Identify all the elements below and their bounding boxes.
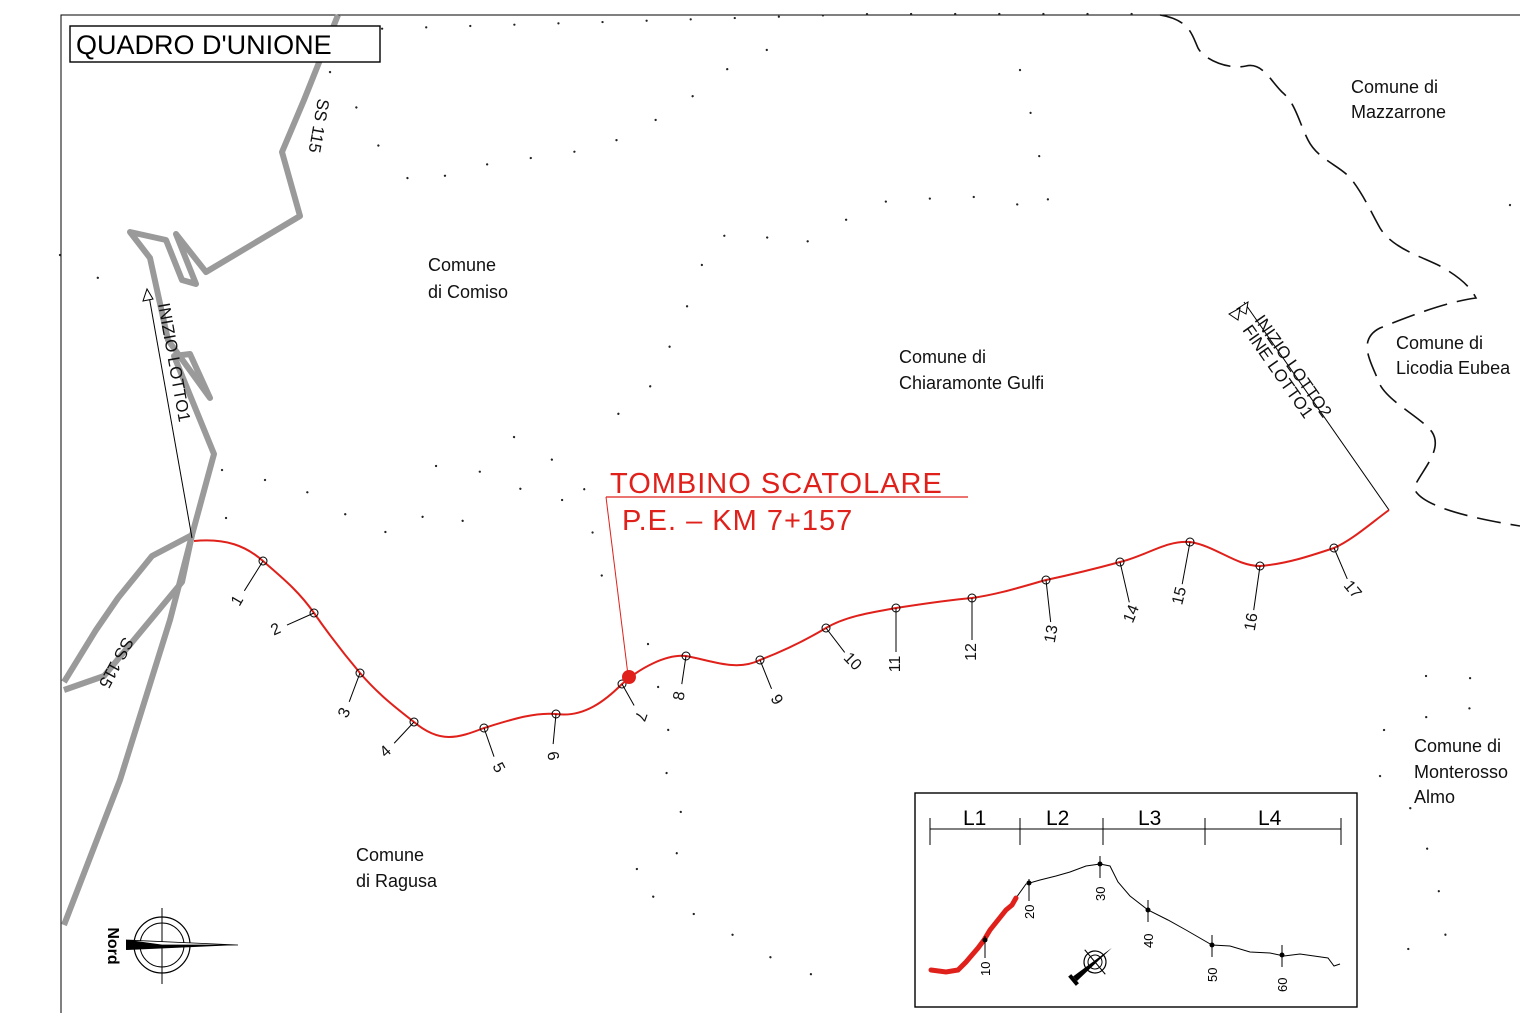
svg-text:Licodia Eubea: Licodia Eubea [1396, 358, 1511, 378]
station-label: 9 [767, 692, 786, 708]
svg-text:Chiaramonte Gulfi: Chiaramonte Gulfi [899, 373, 1044, 393]
municipality-mazzarrone: Comune di Mazzarrone [1351, 77, 1446, 122]
profile-tick: 40 [1141, 934, 1156, 948]
section-label: L4 [1258, 807, 1282, 830]
svg-text:Comune di: Comune di [1414, 736, 1501, 756]
station-tick [1181, 541, 1191, 585]
station-marker [617, 679, 627, 689]
profile-tick: 20 [1022, 905, 1037, 919]
station-tick [483, 727, 495, 757]
profile-tick: 60 [1275, 978, 1290, 992]
tombino-callout: TOMBINO SCATOLARE P.E. – KM 7+157 [605, 468, 968, 684]
profile-line-lotto1 [928, 895, 1019, 975]
station-label: 14 [1121, 602, 1143, 625]
station-label: 12 [963, 643, 980, 661]
station-tick [825, 627, 846, 653]
station-tick [1253, 565, 1261, 611]
municipality-licodia-eubea: Comune di Licodia Eubea [1396, 333, 1511, 378]
section-label: L1 [963, 807, 986, 830]
station-label: 13 [1042, 624, 1062, 645]
station-label: 10 [840, 649, 865, 674]
svg-text:di Comiso: di Comiso [428, 282, 508, 302]
municipality-monterosso-almo: Comune di Monterosso Almo [1414, 736, 1508, 807]
lotto-marker-inizio-lotto2: INIZIO LOTTO2 FINE LOTTO1 [1228, 300, 1390, 511]
station-marker [479, 723, 489, 733]
tombino-location-dot [622, 670, 636, 684]
station-marker [355, 668, 365, 678]
station-tick [759, 659, 773, 690]
road-ss115 [61, 13, 341, 927]
station-label: 5 [489, 760, 508, 776]
section-label: L2 [1046, 807, 1069, 830]
sheet-frame [60, 14, 1520, 1013]
station-marker [309, 608, 319, 618]
station-tick [552, 713, 557, 745]
road-label-ss115-north: SS 115 [305, 97, 333, 154]
station-marker [258, 556, 268, 566]
station-label: 1 [228, 593, 247, 609]
svg-text:Comune di: Comune di [1351, 77, 1438, 97]
lotto-label: INIZIO LOTTO1 [154, 301, 194, 423]
station-tick [621, 683, 635, 706]
svg-text:Mazzarrone: Mazzarrone [1351, 102, 1446, 122]
station-tick [243, 560, 264, 592]
station-label: 3 [335, 705, 354, 720]
station-tick [681, 655, 687, 685]
callout-km: P.E. – KM 7+157 [622, 505, 853, 537]
station-tick [1119, 561, 1130, 603]
callout-title: TOMBINO SCATOLARE [610, 468, 943, 500]
municipality-ragusa: Comune di Ragusa [356, 845, 438, 891]
station-tick [1045, 579, 1052, 623]
station-tick [393, 721, 415, 744]
station-label: 16 [1242, 612, 1262, 633]
svg-text:Comune: Comune [428, 255, 496, 275]
station-marker [1329, 543, 1339, 553]
station-marker [409, 717, 419, 727]
route-line [193, 509, 1390, 738]
svg-text:Almo: Almo [1414, 787, 1455, 807]
station-tick [286, 612, 315, 626]
road-label-ss115-south: SS 115 [95, 634, 137, 691]
station-label: 7 [631, 709, 650, 723]
station-label: 6 [543, 750, 561, 762]
station-marker [1115, 557, 1125, 567]
station-label: 8 [671, 690, 689, 702]
station-label: 11 [887, 656, 904, 673]
station-marker [681, 651, 691, 661]
title-box [69, 25, 381, 63]
municipality-comiso: Comune di Comiso [428, 255, 508, 302]
map-title: QUADRO D'UNIONE [76, 30, 332, 60]
svg-text:Comune di: Comune di [1396, 333, 1483, 353]
svg-text:Monterosso: Monterosso [1414, 762, 1508, 782]
profile-tick: 50 [1205, 968, 1220, 982]
station-marker [1255, 561, 1265, 571]
municipality-chiaramonte-gulfi: Comune di Chiaramonte Gulfi [899, 347, 1044, 393]
north-label: Nord [104, 927, 121, 964]
lotto-profile-inset: L1 L2 L3 L4 10 20 30 40 50 60 [914, 792, 1358, 1008]
profile-tick: 30 [1093, 887, 1108, 901]
svg-text:di Ragusa: di Ragusa [356, 871, 438, 891]
north-arrow: Nord [104, 908, 239, 984]
inset-north-icon [1068, 947, 1112, 986]
svg-text:Comune: Comune [356, 845, 424, 865]
station-marker [821, 623, 831, 633]
station-marker [1185, 537, 1195, 547]
station-tick [1333, 547, 1348, 580]
section-label: L3 [1138, 807, 1161, 830]
station-label: 15 [1169, 585, 1190, 606]
dotted-boundaries [58, 12, 1512, 986]
profile-line [1015, 863, 1341, 967]
station-marker [755, 655, 765, 665]
lotto-marker-inizio-lotto1: INIZIO LOTTO1 [142, 287, 194, 539]
svg-text:Comune di: Comune di [899, 347, 986, 367]
profile-tick: 10 [978, 962, 993, 976]
station-label: 2 [268, 620, 283, 639]
station-label: 4 [377, 742, 395, 761]
municipal-borders [1159, 14, 1520, 527]
station-label: 17 [1340, 578, 1365, 603]
station-tick [348, 672, 361, 702]
